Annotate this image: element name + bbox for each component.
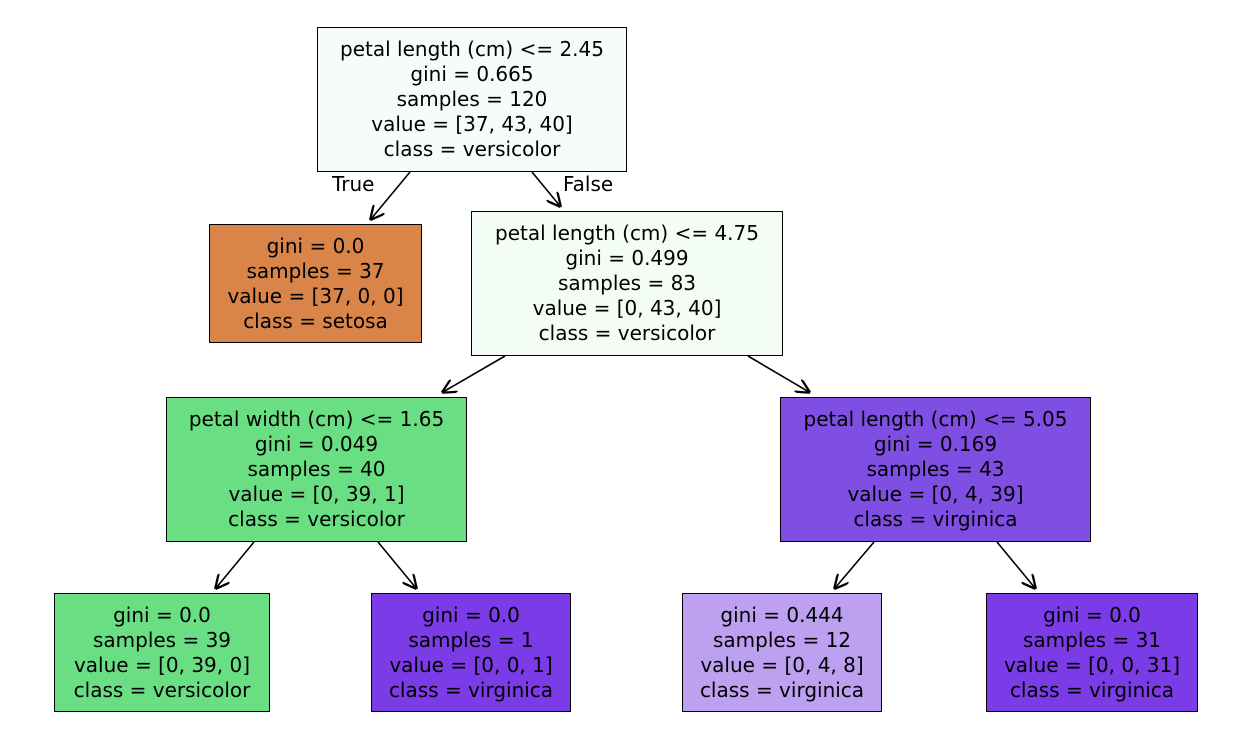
- node-setosa-leaf-value: value = [37, 0, 0]: [227, 283, 404, 308]
- node-leaf-virginica-12: gini = 0.444 samples = 12 value = [0, 4,…: [682, 593, 882, 712]
- node-leaf-virginica-31-value: value = [0, 0, 31]: [1003, 652, 1181, 677]
- node-leaf-virginica-1-gini: gini = 0.0: [422, 602, 520, 627]
- node-leaf-virginica-31-class: class = virginica: [1009, 677, 1175, 702]
- node-petal-length-505: petal length (cm) <= 5.05 gini = 0.169 s…: [780, 397, 1091, 542]
- node-petal-length-505-split: petal length (cm) <= 5.05: [803, 407, 1068, 431]
- edge-n2-n3: [443, 355, 506, 392]
- node-leaf-virginica-12-value: value = [0, 4, 8]: [700, 652, 864, 677]
- node-petal-width-165: petal width (cm) <= 1.65 gini = 0.049 sa…: [166, 397, 467, 542]
- node-leaf-virginica-31: gini = 0.0 samples = 31 value = [0, 0, 3…: [986, 593, 1198, 712]
- node-leaf-versicolor-samples: samples = 39: [92, 627, 232, 652]
- node-leaf-virginica-1: gini = 0.0 samples = 1 value = [0, 0, 1]…: [371, 593, 571, 712]
- node-root: petal length (cm) <= 2.45 gini = 0.665 s…: [317, 27, 627, 172]
- node-petal-width-165-split: petal width (cm) <= 1.65: [188, 407, 445, 431]
- node-petal-length-505-gini: gini = 0.169: [873, 432, 998, 456]
- node-petal-length-475-split: petal length (cm) <= 4.75: [495, 221, 759, 245]
- node-leaf-virginica-1-class: class = virginica: [388, 677, 554, 702]
- node-leaf-virginica-31-samples: samples = 31: [1022, 627, 1162, 652]
- edge-label-true: True: [332, 172, 375, 196]
- node-setosa-leaf: gini = 0.0 samples = 37 value = [37, 0, …: [209, 224, 422, 343]
- node-root-split: petal length (cm) <= 2.45: [340, 37, 604, 61]
- edge-n3-n5: [216, 541, 255, 588]
- node-leaf-versicolor-class: class = versicolor: [73, 677, 251, 702]
- node-leaf-virginica-1-value: value = [0, 0, 1]: [389, 652, 553, 677]
- node-leaf-virginica-1-samples: samples = 1: [408, 627, 534, 652]
- node-petal-length-475-gini: gini = 0.499: [565, 246, 689, 270]
- node-leaf-virginica-12-gini: gini = 0.444: [720, 602, 844, 627]
- node-leaf-virginica-12-samples: samples = 12: [712, 627, 852, 652]
- node-root-class: class = versicolor: [383, 137, 561, 161]
- node-petal-length-505-value: value = [0, 4, 39]: [847, 482, 1024, 506]
- edge-n0-n1: [371, 171, 411, 219]
- node-leaf-versicolor-value: value = [0, 39, 0]: [73, 652, 251, 677]
- node-petal-length-475-value: value = [0, 43, 40]: [532, 296, 722, 320]
- node-petal-width-165-samples: samples = 40: [247, 457, 386, 481]
- edge-n0-n2: [531, 171, 560, 206]
- node-leaf-virginica-12-class: class = virginica: [699, 677, 865, 702]
- node-leaf-versicolor: gini = 0.0 samples = 39 value = [0, 39, …: [54, 593, 270, 712]
- node-petal-length-505-class: class = virginica: [853, 507, 1018, 531]
- edge-n2-n4: [747, 355, 809, 392]
- node-setosa-leaf-gini: gini = 0.0: [266, 233, 365, 258]
- node-root-value: value = [37, 43, 40]: [371, 112, 573, 136]
- node-setosa-leaf-class: class = setosa: [243, 308, 388, 333]
- edge-n3-n6: [377, 541, 416, 588]
- edge-n4-n7: [835, 541, 875, 588]
- node-petal-length-475-class: class = versicolor: [538, 321, 716, 345]
- node-root-samples: samples = 120: [396, 87, 548, 111]
- node-petal-length-475-samples: samples = 83: [557, 271, 697, 295]
- node-leaf-versicolor-gini: gini = 0.0: [113, 602, 211, 627]
- node-petal-width-165-class: class = versicolor: [228, 507, 405, 531]
- node-leaf-virginica-31-gini: gini = 0.0: [1043, 602, 1141, 627]
- node-petal-length-505-samples: samples = 43: [866, 457, 1005, 481]
- edge-n4-n8: [996, 541, 1035, 588]
- node-root-gini: gini = 0.665: [410, 62, 534, 86]
- edge-label-false: False: [563, 172, 614, 196]
- node-setosa-leaf-samples: samples = 37: [246, 258, 385, 283]
- node-petal-width-165-gini: gini = 0.049: [254, 432, 379, 456]
- node-petal-length-475: petal length (cm) <= 4.75 gini = 0.499 s…: [471, 211, 783, 356]
- node-petal-width-165-value: value = [0, 39, 1]: [228, 482, 405, 506]
